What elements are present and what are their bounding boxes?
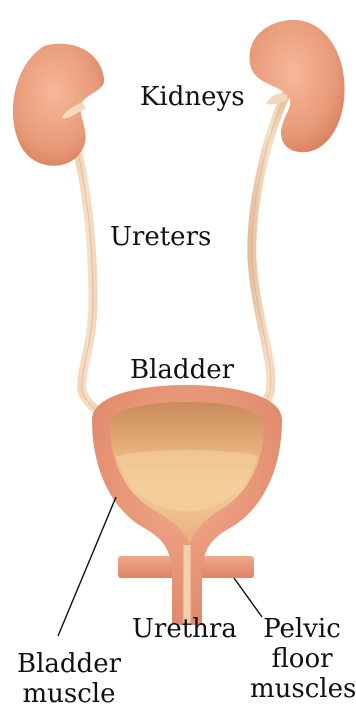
left-kidney bbox=[13, 44, 104, 166]
bladder-muscle-label: Bladder muscle bbox=[14, 649, 124, 709]
kidneys-label: Kidneys bbox=[140, 82, 245, 112]
pelvic-floor-muscles-label: Pelvic floor muscles bbox=[250, 614, 354, 704]
bladder-muscle-leader bbox=[58, 497, 116, 636]
pelvic-floor-muscles-label-line-1: Pelvic bbox=[250, 614, 354, 644]
urethra-label: Urethra bbox=[132, 614, 237, 644]
pelvic-floor-muscles-label-line-2: floor bbox=[250, 644, 354, 674]
pelvic-floor-leader bbox=[234, 578, 262, 617]
bladder-label: Bladder bbox=[130, 355, 234, 385]
right-kidney bbox=[249, 20, 344, 152]
ureters-label: Ureters bbox=[110, 222, 211, 252]
pelvic-floor-muscles-label-line-3: muscles bbox=[250, 674, 354, 704]
bladder-muscle-label-line-1: Bladder bbox=[14, 649, 124, 679]
